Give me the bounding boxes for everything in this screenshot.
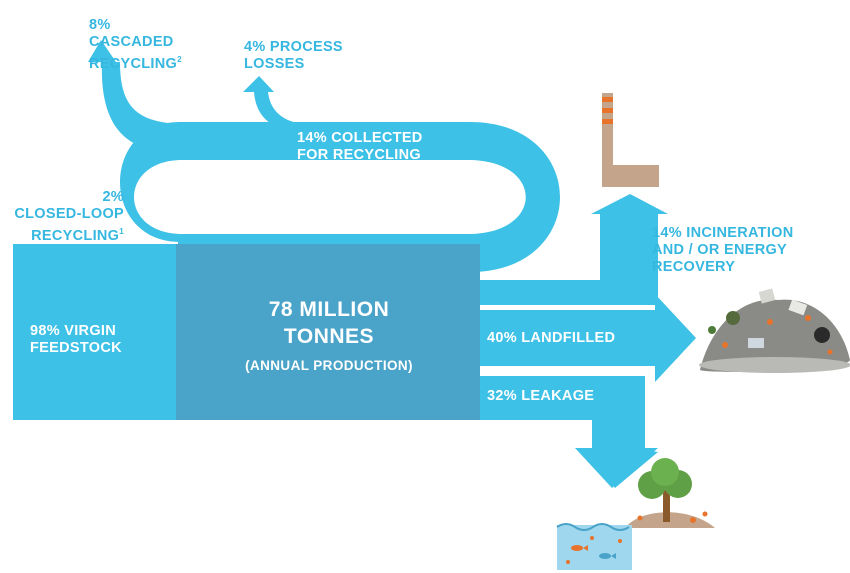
virgin-feedstock-block [13, 244, 176, 420]
cascaded-recycling-label: 8% CASCADED RECYCLING2 [89, 0, 182, 73]
closed-loop-recycling-label: 2% CLOSED-LOOP RECYCLING1 [0, 172, 124, 245]
tree-island-icon [625, 458, 715, 528]
landfilled-flow [480, 294, 696, 382]
factory-chimney-icon [602, 93, 659, 187]
production-block [176, 244, 480, 420]
incineration-flow [480, 194, 668, 305]
incineration-label: 14% INCINERATION AND / OR ENERGY RECOVER… [652, 225, 794, 275]
cascaded-footnote: 2 [177, 55, 182, 64]
production-note: (ANNUAL PRODUCTION) [245, 358, 413, 373]
production-amount: 78 MILLION TONNES [268, 298, 390, 348]
annual-production-label: 78 MILLION TONNES (ANNUAL PRODUCTION) [176, 296, 482, 375]
landfill-waste-pile-icon [699, 288, 850, 373]
virgin-feedstock-label: 98% VIRGIN FEEDSTOCK [30, 323, 122, 356]
cascaded-recycling-flow [88, 40, 180, 150]
ocean-leakage-fish-icon [556, 523, 632, 570]
leakage-arrow-head [575, 448, 658, 488]
recycling-loop-flow [120, 122, 560, 272]
landfilled-label: 40% LANDFILLED [487, 330, 616, 346]
closed-loop-text: 2% CLOSED-LOOP RECYCLING [14, 189, 124, 244]
leakage-label: 32% LEAKAGE [487, 388, 595, 404]
cascaded-text: CASCADED RECYCLING [89, 34, 178, 72]
process-losses-flow [243, 76, 305, 135]
collected-for-recycling-label: 14% COLLECTED FOR RECYCLING [297, 130, 423, 163]
closed-loop-footnote: 1 [119, 227, 124, 236]
cascaded-percent: 8% [89, 17, 111, 33]
process-losses-label: 4% PROCESS LOSSES [244, 39, 343, 72]
leakage-flow-body [480, 376, 644, 420]
